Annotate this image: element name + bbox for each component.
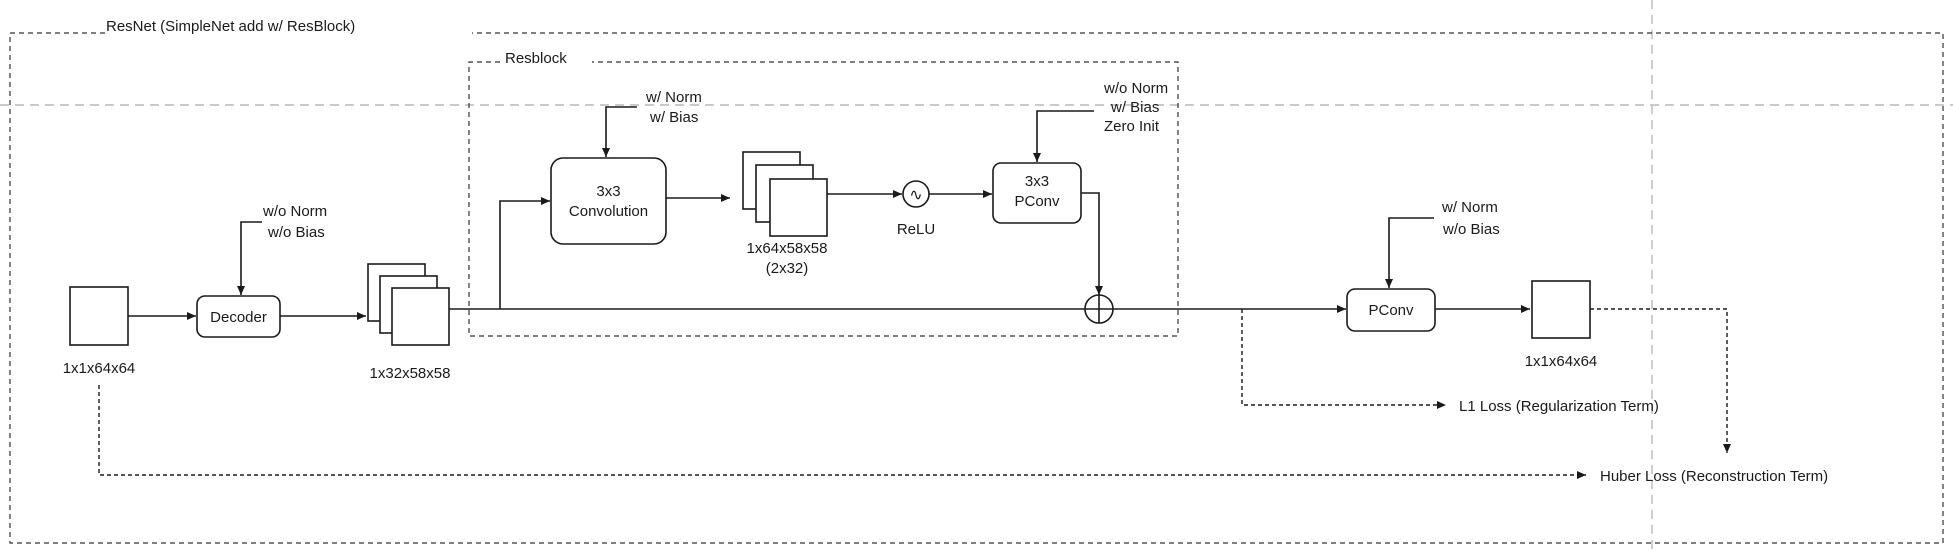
outer-pconv-label: PConv [1368,302,1414,319]
conv-output-detail: (2x32) [766,260,809,277]
arrow-pconv-to-add [1081,192,1103,295]
inner-pconv-note-norm: w/o Norm [1103,80,1168,97]
decoder-label: Decoder [210,309,267,326]
arrow-inner-pconv-note [1033,110,1094,162]
arrow-conv-note [602,106,637,157]
arrow-to-convolution [499,197,550,309]
outer-pconv-note-bias: w/o Bias [1442,221,1500,238]
arrow-outer-pconv-note [1385,217,1434,288]
arrow-input-to-huber-loss [98,385,1586,479]
inner-pconv-label-kernel: 3x3 [1025,173,1049,190]
resblock-frame [468,61,1179,337]
huber-loss-label: Huber Loss (Reconstruction Term) [1600,468,1828,485]
decoder-note-bias: w/o Bias [267,224,325,241]
relu-label: ReLU [897,221,935,238]
conv-note-bias: w/ Bias [649,109,698,126]
inner-pconv-note-init: Zero Init [1104,118,1160,135]
output-shape: 1x1x64x64 [1525,353,1598,370]
arrow-decoder-note [237,221,262,295]
inner-pconv-label-name: PConv [1014,193,1060,210]
decoder-note-norm: w/o Norm [262,203,327,220]
convolution-block [550,157,667,245]
conv-output-layer-3 [769,178,828,237]
arrow-to-l1-loss [1241,309,1446,409]
conv-note-norm: w/ Norm [645,89,702,106]
input-tensor [69,286,129,346]
resblock-title: Resblock [505,50,567,67]
relu-icon: ∿ [909,187,922,204]
input-shape: 1x1x64x64 [63,360,136,377]
l1-loss-label: L1 Loss (Regularization Term) [1459,398,1659,415]
output-tensor [1531,280,1591,339]
outer-pconv-note-norm: w/ Norm [1441,199,1498,216]
convolution-label-name: Convolution [569,203,648,220]
resnet-title: ResNet (SimpleNet add w/ ResBlock) [106,18,355,35]
arrow-output-to-huber-loss [1590,308,1731,453]
decoded-shape: 1x32x58x58 [370,365,451,382]
feature-stack-layer-3 [391,287,450,346]
convolution-label-kernel: 3x3 [596,183,620,200]
resnet-frame [9,32,1944,544]
outer-pconv-block [1346,288,1436,332]
inner-pconv-note-bias: w/ Bias [1110,99,1159,116]
conv-output-shape: 1x64x58x58 [747,240,828,257]
